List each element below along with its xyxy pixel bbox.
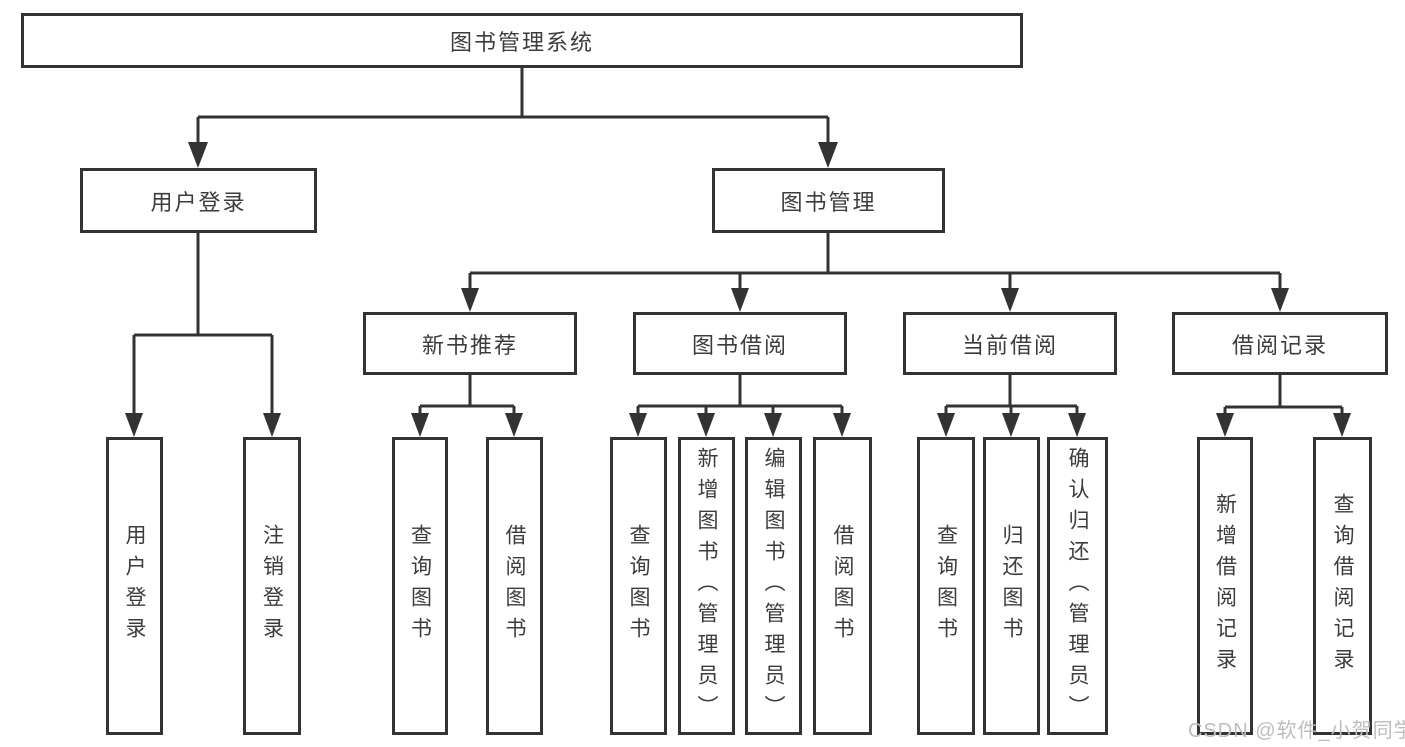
leaf-query-books-recommend: 查询图书 — [392, 437, 448, 735]
node-label: 查询图书 — [408, 524, 432, 648]
leaf-add-books-admin: 新增图书（管理员） — [678, 437, 735, 735]
node-label: 新增借阅记录 — [1213, 493, 1237, 679]
node-label: 借阅记录 — [1231, 332, 1328, 358]
node-label: 新书推荐 — [421, 332, 518, 358]
node-label: 新增图书（管理员） — [695, 446, 718, 726]
node-label: 查询借阅记录 — [1331, 493, 1354, 679]
leaf-query-borrow-record: 查询借阅记录 — [1313, 437, 1372, 735]
node-label: 查询图书 — [934, 524, 958, 648]
leaf-return-books: 归还图书 — [983, 437, 1040, 735]
node-label: 图书借阅 — [691, 332, 788, 358]
leaf-user-login: 用户登录 — [106, 437, 163, 735]
leaf-borrow-books: 借阅图书 — [813, 437, 872, 735]
leaf-confirm-return-admin: 确认归还（管理员） — [1047, 437, 1108, 735]
node-label: 用户登录 — [150, 189, 247, 215]
leaf-edit-books-admin: 编辑图书（管理员） — [745, 437, 802, 735]
csdn-watermark: CSDN @软件_小贺同学 — [1188, 720, 1405, 742]
node-label: 查询图书 — [627, 524, 650, 648]
node-book-management-system: 图书管理系统 — [21, 13, 1023, 68]
node-book-management: 图书管理 — [712, 168, 945, 233]
node-borrow-records: 借阅记录 — [1172, 312, 1388, 375]
node-label: 借阅图书 — [831, 524, 854, 648]
node-label: 图书管理系统 — [449, 29, 594, 55]
node-label: 归还图书 — [1000, 524, 1023, 648]
node-new-book-recommend: 新书推荐 — [363, 312, 577, 375]
node-label: 确认归还（管理员） — [1066, 446, 1089, 726]
node-current-borrow: 当前借阅 — [903, 312, 1117, 375]
leaf-borrow-books-recommend: 借阅图书 — [486, 437, 543, 735]
node-label: 当前借阅 — [961, 332, 1058, 358]
node-user-login: 用户登录 — [80, 168, 317, 233]
leaf-add-borrow-record: 新增借阅记录 — [1197, 437, 1253, 735]
leaf-logout: 注销登录 — [243, 437, 301, 735]
node-label: 注销登录 — [260, 524, 284, 648]
node-label: 编辑图书（管理员） — [762, 446, 785, 726]
arrowheads — [125, 142, 1351, 437]
leaf-query-books-borrow: 查询图书 — [610, 437, 667, 735]
node-label: 图书管理 — [780, 189, 877, 215]
node-label: 借阅图书 — [503, 524, 526, 648]
node-label: 用户登录 — [123, 524, 146, 648]
leaf-query-books-current: 查询图书 — [917, 437, 975, 735]
node-book-borrow: 图书借阅 — [633, 312, 847, 375]
